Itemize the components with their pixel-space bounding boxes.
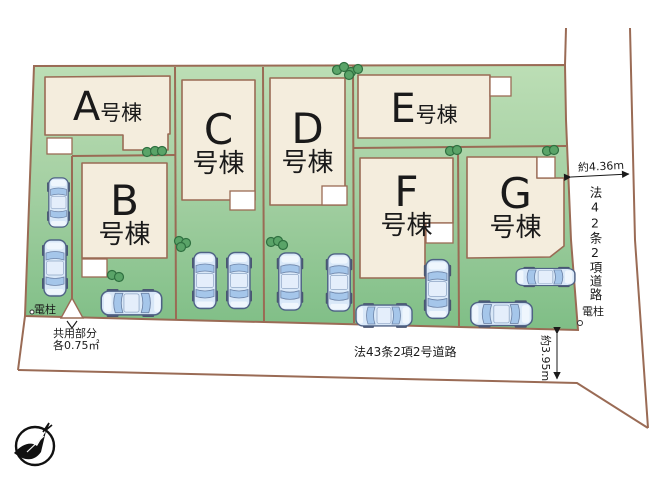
building-label-E: E号棟 [358,89,490,129]
building-letter-D: D [291,104,324,153]
car-icon [515,266,576,288]
building-suffix-E: 号棟 [415,103,458,127]
dimension-arrow-right-road [563,170,630,182]
bottom-road-label: 法43条2項2号道路 [354,345,457,359]
building-label-C: C 号棟 [182,105,255,180]
car-icon [469,299,534,329]
utility-pole-label-right: 電柱 [582,305,604,318]
building-letter-A: A [72,84,101,130]
car-icon [325,253,353,312]
compass-icon [14,422,56,467]
car-icon [191,251,219,310]
building-label-F: F 号棟 [360,167,453,242]
building-suffix-G: 号棟 [489,212,542,243]
building-suffix-D: 号棟 [281,147,334,178]
bottom-road-width-dimension: 約3.95m [539,335,552,382]
common-area-marker [59,296,85,329]
building-suffix-C: 号棟 [192,148,245,179]
building-D-shape [269,77,346,206]
utility-pole-marker-right [577,320,583,326]
building-C-shape [181,79,256,201]
car-icon [100,288,163,318]
common-area-label-line1: 共用部分 [53,327,97,340]
building-label-D: D 号棟 [270,104,345,179]
right-road-label: 法42条2項道路 [587,186,603,302]
buildings [44,74,565,279]
common-area-label-line2: 各0.75㎡ [53,339,100,352]
building-letter-F: F [394,167,419,216]
utility-pole-marker-left [29,309,35,315]
building-letter-C: C [203,105,234,154]
car-icon [423,258,452,320]
building-suffix-A: 号棟 [100,101,143,125]
building-A-shape [44,75,171,151]
utility-pole-label-left: 電柱 [34,303,56,316]
dimension-arrows [553,170,630,380]
building-suffix-B: 号棟 [98,219,151,250]
plot-divider-lines [71,65,567,327]
building-label-B: B 号棟 [82,176,167,251]
car-icon [225,251,253,310]
right-road-width-dimension: 約4.36m [577,158,625,175]
car-icon [46,177,71,228]
building-letter-B: B [110,176,139,225]
building-suffix-F: 号棟 [380,210,433,241]
car-icon [41,239,69,297]
car-icon [355,302,413,329]
building-E-shape [357,74,491,139]
building-F-shape [359,157,454,279]
building-label-G: G 号棟 [467,169,564,244]
car-icon [276,252,304,311]
building-letter-E: E [390,86,416,132]
building-label-A: A号棟 [45,87,170,127]
road-boundary-lines [17,27,649,429]
building-B-shape [81,162,168,259]
porch-boxes [46,76,556,278]
building-letter-G: G [499,169,532,218]
